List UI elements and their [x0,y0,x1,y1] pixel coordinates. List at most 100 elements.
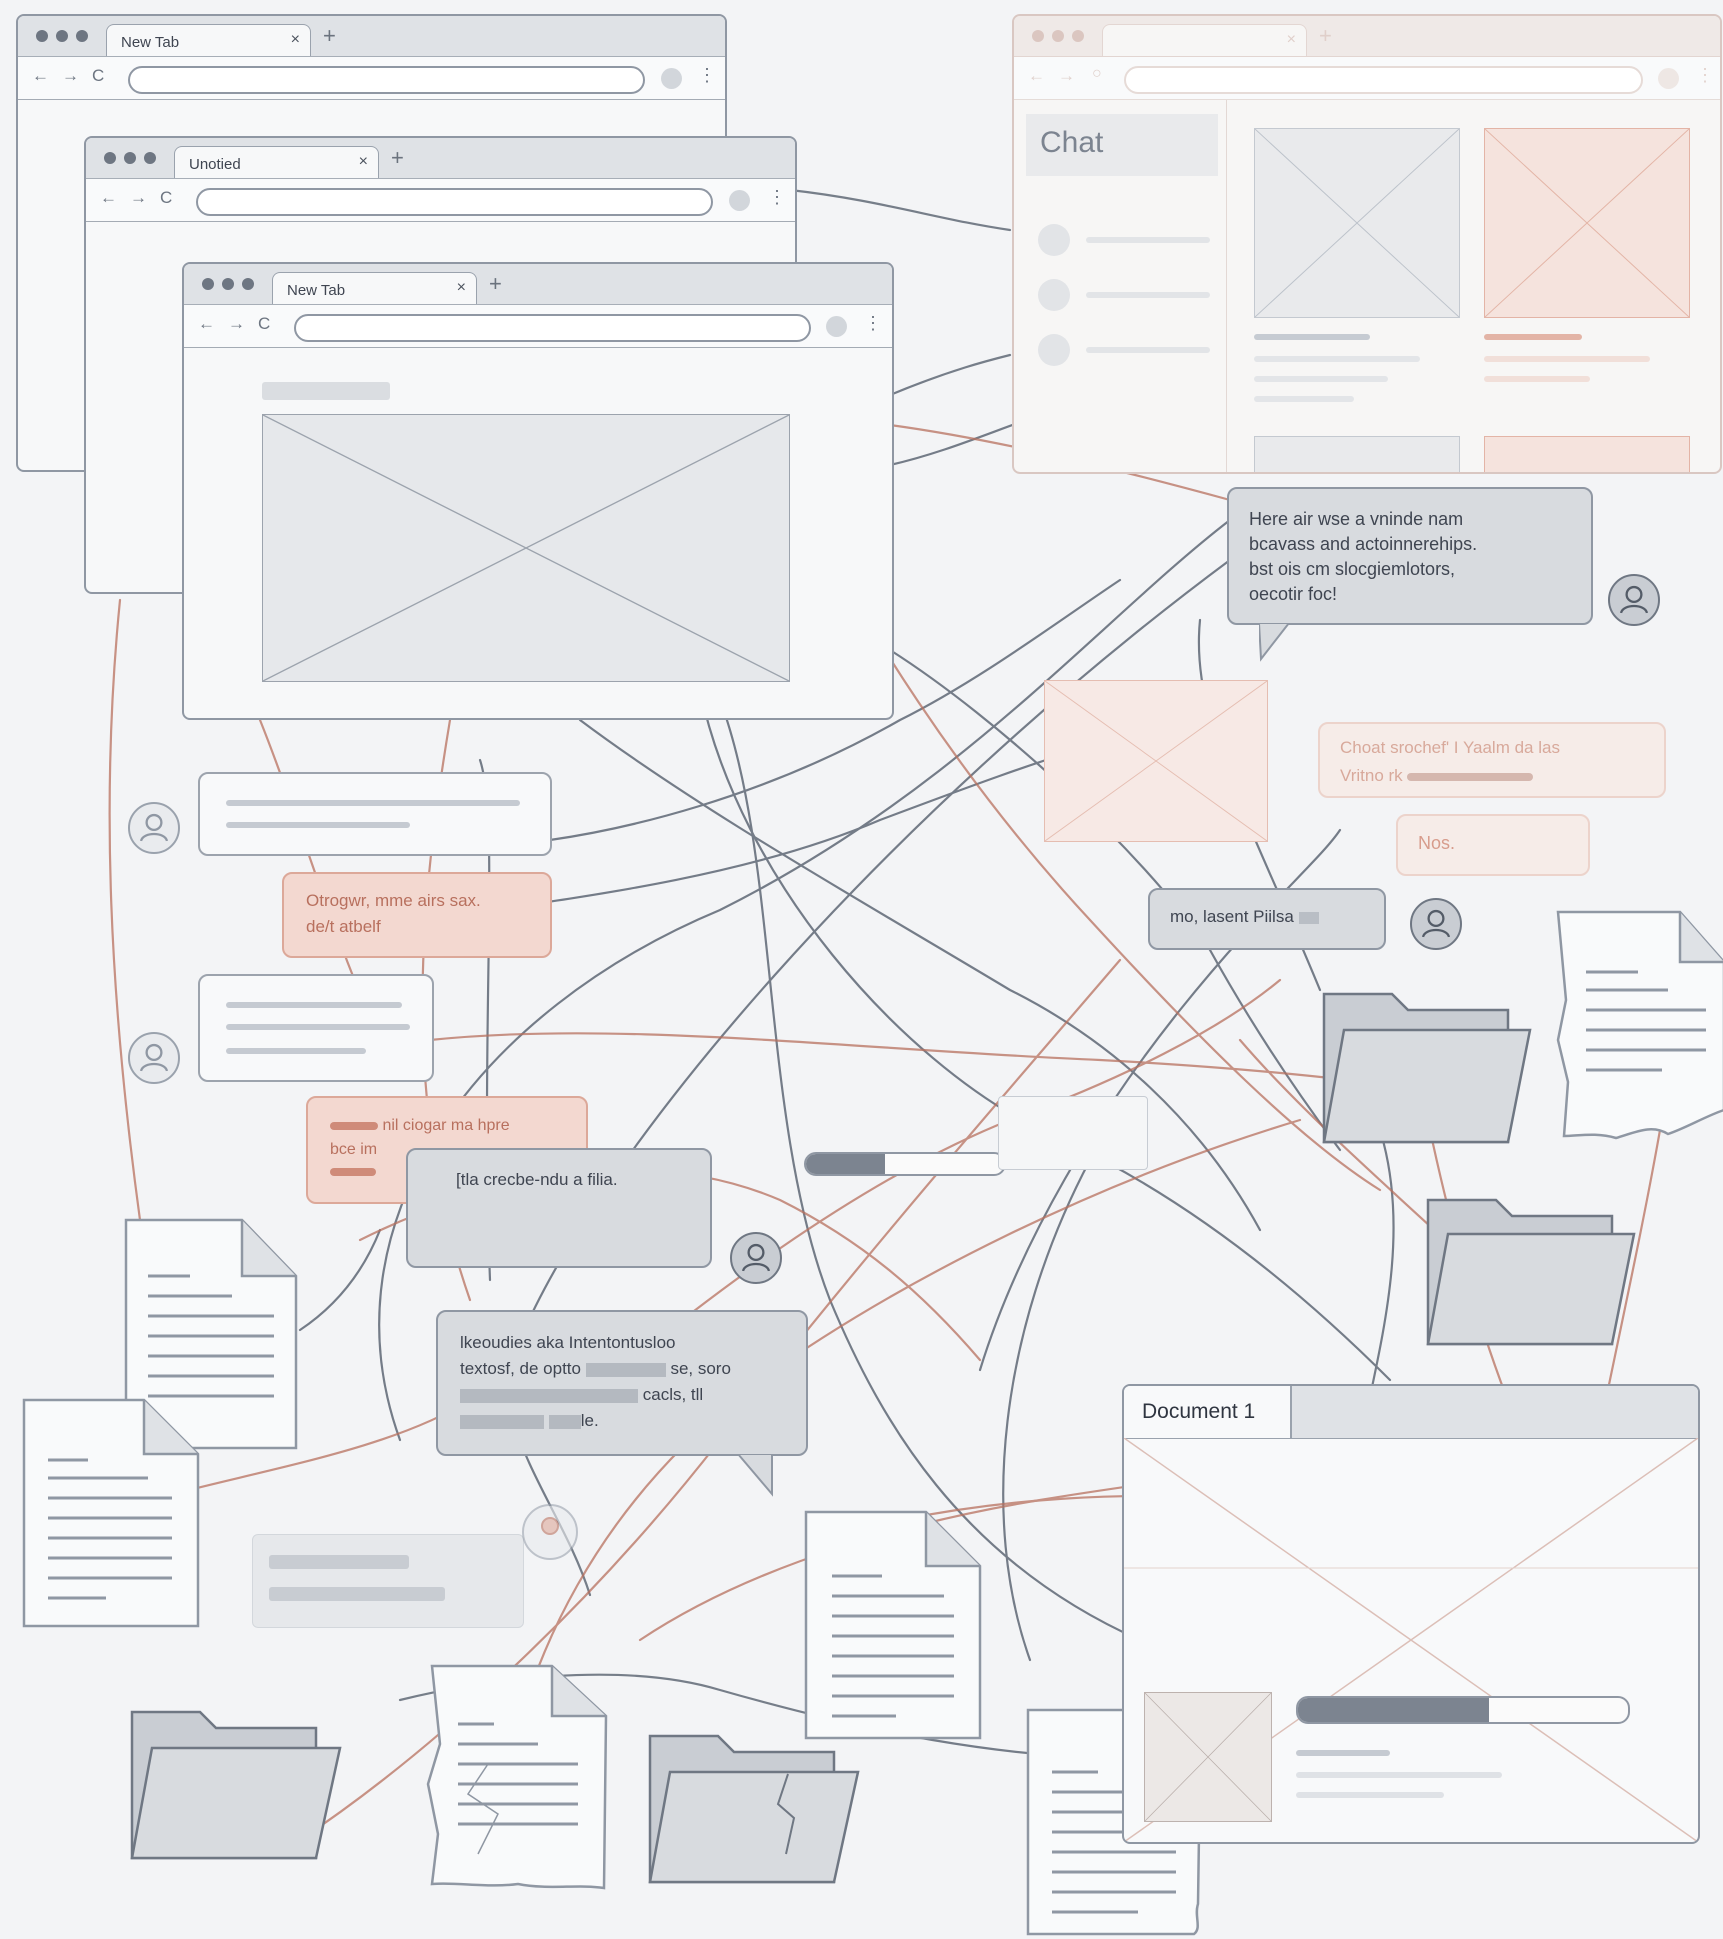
text-placeholder [226,1024,410,1030]
reload-icon[interactable]: C [92,66,105,85]
window-control-dot[interactable] [242,278,254,290]
forward-arrow-icon[interactable]: → [130,188,147,207]
document-icon[interactable] [124,1218,298,1450]
reload-icon[interactable]: ○ [1092,65,1102,82]
chat-list-item[interactable] [1086,347,1210,353]
message-line: cacls, tll [460,1382,784,1408]
window-control-dot[interactable] [1052,30,1064,42]
message-line: lkeoudies aka Intentontusloo [460,1333,676,1352]
image-placeholder-icon [1044,680,1268,842]
user-icon [522,1504,578,1560]
chat-bubble [198,974,434,1082]
navigation-bar: ← → C ⋮ [18,57,725,100]
bubble-tail-icon [1259,623,1291,662]
back-arrow-icon[interactable]: ← [198,314,215,333]
profile-icon[interactable] [826,316,847,337]
chat-bubble: [tla crecbe-ndu a filia. [406,1148,712,1268]
profile-icon[interactable] [1658,68,1679,89]
user-icon [730,1232,782,1284]
forward-arrow-icon[interactable]: → [1058,66,1075,85]
user-icon [1608,574,1660,626]
user-icon [128,802,180,854]
new-tab-button[interactable]: + [323,23,336,48]
text-placeholder [1296,1750,1390,1756]
browser-tab[interactable]: × [1102,24,1307,56]
window-control-dot[interactable] [36,30,48,42]
text-placeholder [226,800,520,806]
bubble-tail-icon [738,1454,773,1497]
message-line: oecotir foc! [1249,584,1338,604]
text-placeholder [1484,356,1650,362]
message-line: bst ois cm slocgiemlotors, [1249,559,1456,579]
reload-icon[interactable]: C [258,314,271,333]
browser-tab[interactable]: Unotied × [174,146,379,178]
browser-tab[interactable]: New Tab × [272,272,477,304]
chat-list-item[interactable] [1086,237,1210,243]
tab-close-icon[interactable]: × [456,279,466,296]
reload-icon[interactable]: C [160,188,173,207]
document-icon[interactable] [1556,910,1723,1144]
chat-bubble [198,772,552,856]
new-tab-button[interactable]: + [1319,23,1332,48]
window-control-dot[interactable] [1072,30,1084,42]
address-bar[interactable] [1124,66,1643,94]
message-line: Vritno rk [1340,762,1644,790]
text-placeholder [1484,376,1590,382]
caption-placeholder [1254,334,1370,340]
new-tab-button[interactable]: + [391,145,404,170]
navigation-bar: ← → C ⋮ [86,179,795,222]
progress-bar [804,1152,1006,1176]
menu-kebab-icon[interactable]: ⋮ [768,187,786,207]
forward-arrow-icon[interactable]: → [62,66,79,85]
message-text: mo, lasent Piilsa [1170,907,1294,926]
text-placeholder [1296,1792,1444,1798]
profile-icon[interactable] [729,190,750,211]
window-control-dot[interactable] [202,278,214,290]
folder-icon[interactable] [648,1734,860,1884]
back-arrow-icon[interactable]: ← [32,66,49,85]
chat-list-item[interactable] [1086,292,1210,298]
folder-icon[interactable] [130,1710,342,1860]
back-arrow-icon[interactable]: ← [1028,66,1045,85]
text-placeholder [269,1587,445,1601]
profile-icon[interactable] [661,68,682,89]
browser-window-3: New Tab × + ← → C ⋮ [182,262,894,720]
window-control-dot[interactable] [76,30,88,42]
progress-bar [1296,1696,1630,1724]
document-icon[interactable] [426,1664,608,1892]
document-tab[interactable]: Document 1 [1124,1386,1292,1438]
tab-close-icon[interactable]: × [290,31,300,48]
chat-bubble: Choat srochef' I Yaalm da las Vritno rk [1318,722,1666,798]
browser-window-chat: × + ← → ○ ⋮ Chat [1012,14,1722,474]
back-arrow-icon[interactable]: ← [100,188,117,207]
menu-kebab-icon[interactable]: ⋮ [698,65,716,85]
window-control-dot[interactable] [56,30,68,42]
window-control-dot[interactable] [104,152,116,164]
tab-title: New Tab [287,282,346,299]
tab-close-icon[interactable]: × [1286,31,1296,48]
image-placeholder-icon [1484,436,1690,472]
new-tab-button[interactable]: + [489,271,502,296]
address-bar[interactable] [128,66,645,94]
chat-bubble: Nos. [1396,814,1590,876]
folder-icon[interactable] [1426,1194,1636,1346]
folder-icon[interactable] [1322,988,1532,1144]
document-icon[interactable] [804,1510,982,1740]
menu-kebab-icon[interactable]: ⋮ [1696,65,1714,85]
address-bar[interactable] [294,314,811,342]
message-line: nil ciogar ma hpre [330,1114,564,1138]
address-bar[interactable] [196,188,713,216]
text-placeholder [1296,1772,1502,1778]
image-placeholder-icon [1254,436,1460,472]
window-control-dot[interactable] [144,152,156,164]
menu-kebab-icon[interactable]: ⋮ [864,313,882,333]
window-control-dot[interactable] [124,152,136,164]
document-icon[interactable] [22,1398,200,1628]
browser-tab[interactable]: New Tab × [106,24,311,56]
window-control-dot[interactable] [222,278,234,290]
window-control-dot[interactable] [1032,30,1044,42]
title-bar: Unotied × + [86,138,795,179]
tab-close-icon[interactable]: × [358,153,368,170]
forward-arrow-icon[interactable]: → [228,314,245,333]
caption-placeholder [1484,334,1582,340]
